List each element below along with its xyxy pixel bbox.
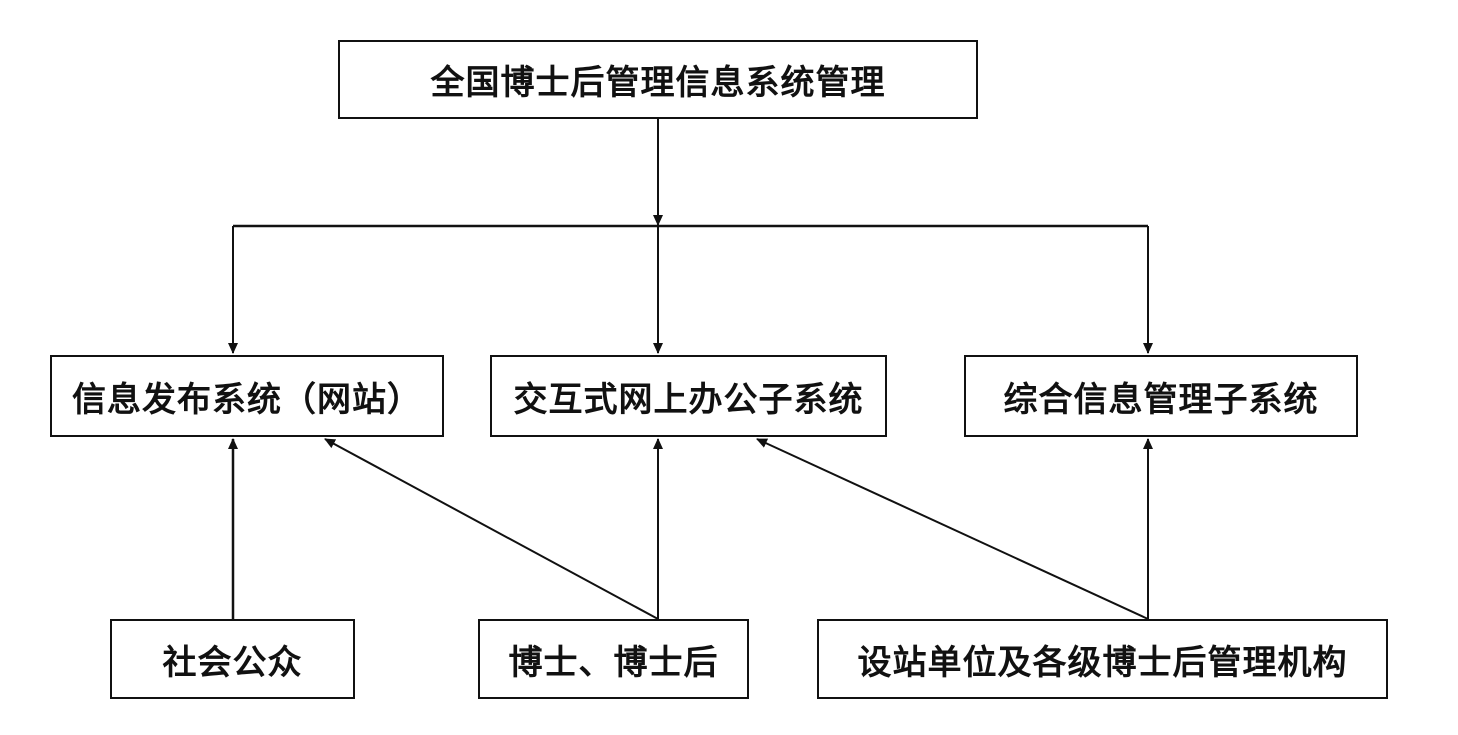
node-publishing-system: 信息发布系统（网站） [50, 355, 444, 437]
edge-institutions-to-interactive [756, 438, 1149, 620]
edge-postdocs-to-publishing [324, 438, 659, 620]
node-integrated-management-subsystem: 综合信息管理子系统 [964, 355, 1358, 437]
node-general-public: 社会公众 [110, 619, 355, 699]
node-institutions-and-agencies: 设站单位及各级博士后管理机构 [817, 619, 1388, 699]
root-node-national-postdoc-system: 全国博士后管理信息系统管理 [338, 40, 978, 119]
node-interactive-office-subsystem: 交互式网上办公子系统 [490, 355, 887, 437]
node-doctors-postdocs: 博士、博士后 [478, 619, 749, 699]
